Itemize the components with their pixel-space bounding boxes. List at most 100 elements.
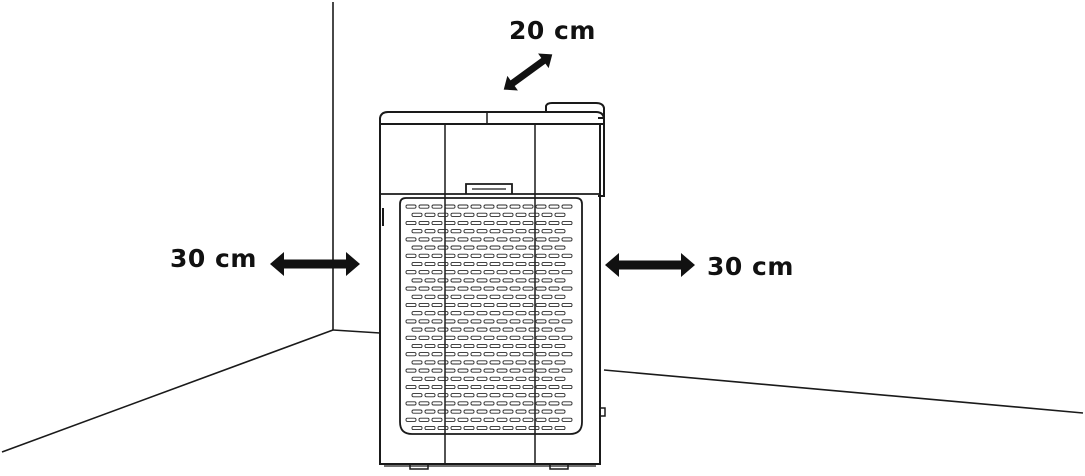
mesh-cell — [405, 286, 417, 291]
mesh-cell — [515, 425, 527, 431]
mesh-cell — [561, 253, 573, 258]
mesh-cell — [535, 401, 547, 406]
mesh-cell — [483, 204, 495, 209]
mesh-cell — [418, 237, 430, 242]
mesh-cell — [522, 302, 534, 308]
mesh-cell — [444, 286, 456, 291]
mesh-cell — [548, 319, 560, 324]
mesh-cell — [509, 270, 521, 275]
mesh-cell — [515, 327, 527, 332]
mesh-cell — [457, 204, 469, 209]
mesh-cell — [424, 393, 436, 398]
mesh-cell — [515, 343, 527, 349]
mesh-cell — [561, 220, 573, 226]
mesh-cell — [476, 311, 488, 316]
mesh-cell — [450, 343, 462, 349]
mesh-cell — [476, 393, 488, 398]
mesh-cell — [509, 253, 521, 258]
mesh-cell — [476, 278, 488, 283]
mesh-cell — [418, 204, 430, 209]
mesh-cell — [502, 212, 514, 217]
mesh-cell — [515, 229, 527, 234]
mesh-cell — [463, 278, 475, 283]
mesh-cell — [548, 270, 560, 275]
mesh-cell — [515, 360, 527, 365]
mesh-cell — [437, 294, 449, 299]
mesh-cell — [483, 270, 495, 275]
mesh-cell — [528, 327, 540, 332]
mesh-cell — [431, 384, 443, 390]
mesh-cell — [496, 417, 508, 422]
mesh-cell — [457, 253, 469, 258]
mesh-cell — [548, 204, 560, 209]
mesh-cell — [528, 245, 540, 250]
mesh-cell — [496, 237, 508, 242]
mesh-cell — [424, 229, 436, 234]
mesh-cell — [522, 335, 534, 340]
mesh-cell — [444, 319, 456, 324]
mesh-cell — [528, 212, 540, 217]
mesh-cell — [541, 360, 553, 365]
mesh-cell — [470, 352, 482, 357]
mesh-cell — [502, 425, 514, 431]
mesh-cell — [476, 425, 488, 431]
mesh-cell — [437, 360, 449, 365]
mesh-cell — [431, 319, 443, 324]
mesh-cell — [561, 417, 573, 422]
mesh-cell — [554, 343, 566, 349]
mesh-cell — [489, 327, 501, 332]
mesh-cell — [437, 393, 449, 398]
mesh-cell — [548, 220, 560, 226]
mesh-cell — [502, 229, 514, 234]
left-clearance-label: 30 cm — [170, 244, 257, 273]
mesh-cell — [411, 229, 423, 234]
mesh-cell — [489, 393, 501, 398]
mesh-cell — [541, 311, 553, 316]
mesh-cell — [515, 212, 527, 217]
mesh-cell — [418, 286, 430, 291]
mesh-cell — [528, 261, 540, 267]
mesh-cell — [444, 204, 456, 209]
mesh-cell — [522, 417, 534, 422]
mesh-cell — [541, 245, 553, 250]
mesh-cell — [541, 278, 553, 283]
mesh-cell — [496, 204, 508, 209]
mesh-cell — [541, 425, 553, 431]
mesh-cell — [437, 343, 449, 349]
mesh-cell — [554, 212, 566, 217]
floor-front-left-line — [1, 329, 334, 453]
mesh-cell — [515, 278, 527, 283]
mesh-cell — [522, 368, 534, 373]
mesh-cell — [476, 343, 488, 349]
mesh-cell — [411, 245, 423, 250]
mesh-cell — [496, 401, 508, 406]
mesh-cell — [541, 409, 553, 414]
mesh-cell — [522, 204, 534, 209]
mesh-cell — [450, 212, 462, 217]
mesh-cell — [548, 253, 560, 258]
mesh-cell — [411, 360, 423, 365]
mesh-cell — [561, 401, 573, 406]
mesh-cell — [509, 237, 521, 242]
mesh-cell — [483, 417, 495, 422]
mesh-cell — [502, 261, 514, 267]
mesh-cell — [528, 360, 540, 365]
mesh-cell — [444, 368, 456, 373]
mesh-cell — [444, 220, 456, 226]
mesh-cell — [509, 319, 521, 324]
mesh-cell — [424, 409, 436, 414]
mesh-cell — [405, 302, 417, 308]
mesh-cell — [437, 261, 449, 267]
mesh-cell — [509, 368, 521, 373]
mesh-cell — [489, 360, 501, 365]
mesh-cell — [457, 368, 469, 373]
mesh-cell — [509, 384, 521, 390]
mesh-cell — [418, 417, 430, 422]
mesh-cell — [496, 335, 508, 340]
side-button — [599, 407, 606, 417]
mesh-cell — [418, 368, 430, 373]
mesh-cell — [424, 376, 436, 381]
mesh-cell — [502, 245, 514, 250]
mesh-cell — [463, 360, 475, 365]
